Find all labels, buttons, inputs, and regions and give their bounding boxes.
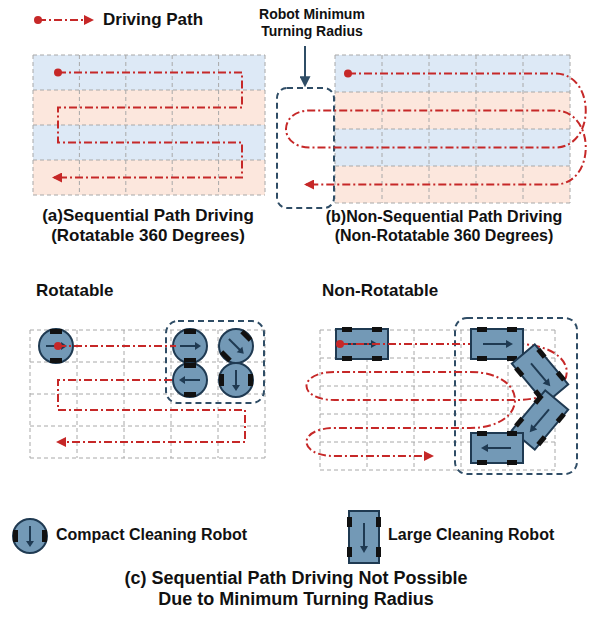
grid-line bbox=[523, 55, 524, 203]
grid-line bbox=[320, 414, 555, 415]
compact-robot bbox=[39, 329, 73, 363]
grid-line bbox=[79, 55, 80, 195]
grid-line bbox=[320, 470, 555, 471]
driving-path bbox=[336, 340, 390, 348]
floor-grid bbox=[30, 55, 570, 470]
legend-text: Driving Path bbox=[103, 10, 203, 30]
grid-line bbox=[335, 166, 570, 167]
large-robot-sample bbox=[347, 511, 381, 563]
leader-arrow bbox=[304, 46, 306, 85]
grid-line bbox=[77, 330, 78, 458]
floor-grid bbox=[335, 55, 570, 203]
grid-line bbox=[335, 55, 570, 56]
grid-line bbox=[33, 195, 265, 196]
grid-line bbox=[335, 129, 570, 130]
grid-line bbox=[320, 386, 555, 387]
grid-line bbox=[33, 55, 265, 56]
compact-robot-sample bbox=[13, 519, 47, 553]
turn-zone bbox=[166, 321, 264, 403]
turn-zone bbox=[455, 318, 577, 474]
compact-robot bbox=[219, 363, 253, 397]
legend-text: Compact Cleaning Robot bbox=[56, 526, 247, 545]
grid-line bbox=[172, 55, 173, 195]
grid-line bbox=[33, 90, 265, 91]
driving-path bbox=[54, 69, 242, 178]
path-sample bbox=[34, 16, 92, 24]
large-robot bbox=[471, 327, 523, 361]
panel-caption: (b)Non-Sequential Path Driving (Non-Rota… bbox=[322, 208, 566, 246]
panel-caption: (c) Sequential Path Driving Not Possible… bbox=[120, 568, 471, 610]
panel-caption: (a)Sequential Path Driving (Rotatable 36… bbox=[38, 206, 258, 246]
section-title: Non-Rotatable bbox=[322, 281, 438, 301]
grid-line bbox=[33, 160, 265, 161]
grid-line bbox=[335, 203, 570, 204]
large-robot bbox=[471, 431, 523, 465]
callout-label: Robot Minimum Turning Radius bbox=[255, 6, 369, 39]
grid-line bbox=[335, 92, 570, 93]
legend-text: Large Cleaning Robot bbox=[388, 526, 554, 545]
grid-line bbox=[33, 125, 265, 126]
compact-robot bbox=[173, 363, 207, 397]
driving-path bbox=[286, 70, 586, 185]
grid-line bbox=[30, 426, 265, 427]
section-title: Rotatable bbox=[36, 281, 113, 301]
grid-line bbox=[320, 330, 321, 470]
grid-line bbox=[30, 458, 265, 459]
compact-robot bbox=[173, 329, 207, 363]
floor-grid bbox=[33, 55, 265, 195]
grid-line bbox=[382, 55, 383, 203]
driving-path bbox=[54, 342, 245, 442]
